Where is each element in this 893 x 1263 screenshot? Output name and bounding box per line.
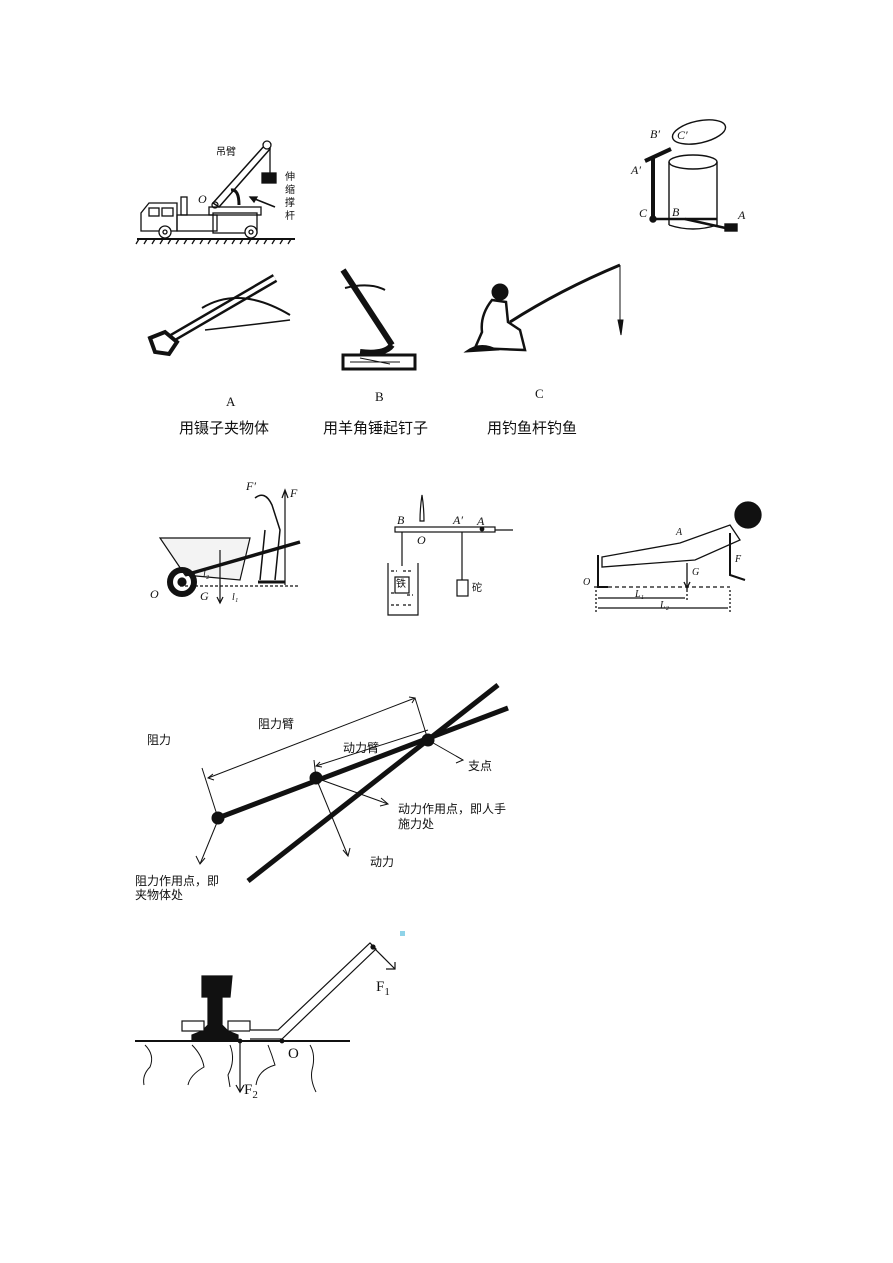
lever-c-letter: C [535,386,544,401]
tweezers-lever-drawing-icon [195,683,509,883]
crane-rod-label-1: 伸 [285,172,295,183]
balance-figure: B O A′ A 铁 砣 [385,493,515,616]
effort-point-label-2: 施力处 [398,817,435,831]
pushup-f-label: F [735,554,742,565]
lever-a-caption: 用镊子夹物体 [179,419,270,437]
trash-c-label: C [639,206,648,220]
pushup-g-label: G [692,567,700,578]
wheelbarrow-fprime-label: F′ [246,479,256,493]
effort-label: 动力 [370,855,395,869]
wheelbarrow-g-label: G [200,589,209,603]
wheelbarrow-f-label: F [290,486,298,500]
pushup-o-label: O [583,577,591,588]
crane-figure: 吊臂 O 伸 缩 撑 杆 [135,135,300,245]
crowbar-figure: F1 F2 O [130,925,420,1120]
lever-b-letter: B [375,389,384,404]
trash-b-label: B [672,205,680,219]
crowbar-f1-label: F1 [376,979,390,998]
lever-b-caption: 用羊角锤起钉子 [323,419,429,437]
crane-pivot-label: O [198,192,207,206]
balance-drawing-icon [387,494,513,616]
balance-o-label: O [417,533,426,547]
balance-weight-label: 砣 [472,583,482,594]
wheelbarrow-drawing-icon [158,488,301,605]
crane-rod-label-4: 杆 [285,211,295,222]
crowbar-drawing-icon [135,931,405,1094]
pushup-l2-label: L₂ [660,600,670,611]
crowbar-o-label: O [288,1046,299,1062]
trash-aprime-label: A′ [631,163,641,177]
tweezers-lever-figure: 阻力 阻力臂 动力臂 支点 动力作用点，即人手 施力处 动力 阻力作用点，即 夹… [130,670,530,910]
crane-drawing-icon [135,140,295,245]
balance-iron-label: 铁 [396,579,406,590]
effort-arm-label: 动力臂 [343,741,380,755]
resistance-arm-label: 阻力臂 [258,717,295,731]
wheelbarrow-figure: F F′ O G l₁ l₂ [140,470,310,615]
trash-bprime-label: B′ [650,127,660,141]
lever-a-letter: A [226,394,236,409]
trash-can-figure: B′ C′ A′ C B A [625,115,760,240]
crane-boom-label: 吊臂 [216,147,236,158]
balance-aprime-label: A′ [453,513,463,527]
crane-rod-label-3: 撑 [285,198,295,209]
resistance-label: 阻力 [147,733,172,747]
pushup-figure: A O G F L₁ L₂ [580,495,770,620]
wheelbarrow-l2-label: l₂ [203,569,210,580]
pushup-l1-label: L₁ [635,589,645,600]
balance-b-label: B [397,513,405,527]
balance-a-label: A [477,514,485,528]
crowbar-marker-dot [400,931,405,936]
resistance-point-label-1: 阻力作用点，即 [135,874,220,888]
wheelbarrow-l1-label: l₁ [232,592,239,603]
lever-types-figure: A B C 用镊子夹物体 用羊角锤起钉子 用钓鱼杆钓鱼 [130,260,630,450]
pushup-a-label: A [676,527,683,538]
trash-cprime-label: C′ [677,128,688,142]
pushup-drawing-icon [594,501,762,613]
fulcrum-label: 支点 [468,759,493,773]
crane-rod-label-2: 缩 [285,185,295,196]
resistance-point-label-2: 夹物体处 [135,888,184,902]
lever-types-drawing-icon [147,263,624,371]
trash-a-label: A [738,208,746,222]
effort-point-label-1: 动力作用点，即人手 [398,802,507,816]
lever-c-caption: 用钓鱼杆钓鱼 [487,419,578,437]
wheelbarrow-o-label: O [150,587,159,601]
crowbar-f2-label: F2 [244,1082,258,1101]
trash-can-drawing-icon [644,119,738,232]
